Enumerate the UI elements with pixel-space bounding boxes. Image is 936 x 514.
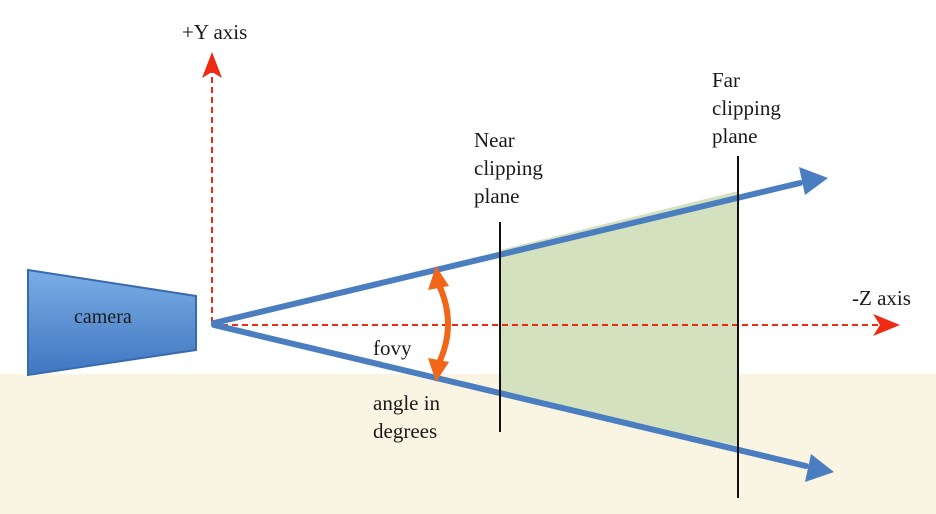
- far-plane-label: Far clipping plane: [712, 66, 781, 150]
- ground-band: [0, 374, 936, 514]
- angle-label-line2: degrees: [373, 419, 438, 443]
- angle-label: angle in degrees: [373, 389, 440, 445]
- frustum-top-arrowhead: [799, 167, 828, 195]
- y-axis-label: +Y axis: [182, 20, 248, 44]
- frustum-top-edge: [211, 180, 803, 326]
- far-plane-label-line3: plane: [712, 124, 758, 148]
- angle-label-line1: angle in: [373, 391, 441, 415]
- near-plane-label-line3: plane: [474, 184, 520, 208]
- frustum-bottom-edge: [211, 322, 809, 469]
- camera-label: camera: [74, 306, 132, 328]
- fovy-angle-arc: [435, 281, 451, 367]
- far-plane-label-line2: clipping: [712, 96, 781, 120]
- near-plane-label-line2: clipping: [474, 156, 543, 180]
- frustum-volume: [500, 191, 738, 446]
- z-axis-label: -Z axis: [852, 286, 911, 310]
- camera-body: [27, 268, 197, 377]
- fovy-angle-arrowhead-bottom: [428, 358, 449, 382]
- near-plane-label: Near clipping plane: [474, 126, 543, 210]
- frustum-bottom-arrowhead: [805, 454, 834, 482]
- near-plane-label-line1: Near: [474, 128, 515, 152]
- fovy-angle-arrowhead-top: [428, 266, 449, 290]
- z-axis-arrowhead: [873, 314, 900, 336]
- far-plane-label-line1: Far: [712, 68, 740, 92]
- fovy-label: fovy: [373, 336, 412, 360]
- y-axis-arrowhead: [202, 52, 222, 78]
